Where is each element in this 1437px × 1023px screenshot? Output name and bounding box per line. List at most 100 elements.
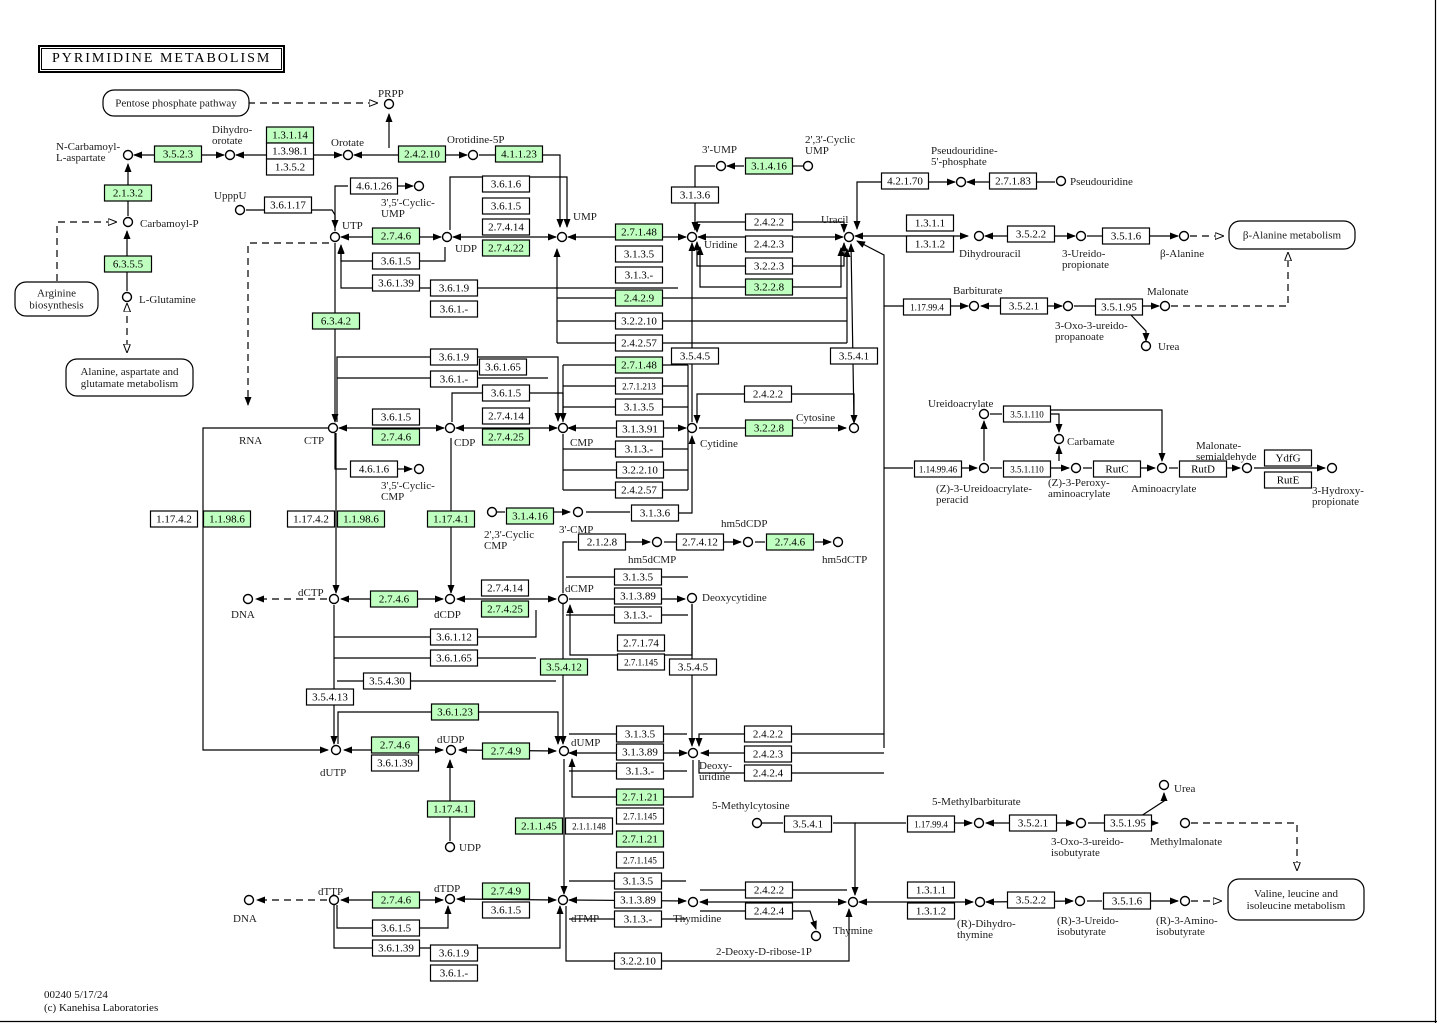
enzyme-box-3.6.1.-[interactable]: 3.6.1.- bbox=[429, 370, 479, 388]
enzyme-box-rect[interactable] bbox=[999, 297, 1049, 315]
enzyme-box-rect[interactable] bbox=[615, 762, 665, 780]
enzyme-box-rect[interactable] bbox=[614, 440, 664, 458]
enzyme-box-2.7.4.6[interactable]: 2.7.4.6 bbox=[371, 891, 421, 909]
pathway-link-box[interactable] bbox=[1227, 878, 1365, 921]
enzyme-box-2.7.4.6[interactable]: 2.7.4.6 bbox=[369, 590, 419, 608]
enzyme-box-3.1.3.5[interactable]: 3.1.3.5 bbox=[614, 245, 664, 263]
metabolite-2-3-cyclic-CMP[interactable] bbox=[486, 506, 498, 518]
enzyme-box-rect[interactable] bbox=[616, 634, 666, 652]
metabolite-3-UMP[interactable] bbox=[715, 160, 727, 172]
pathway-link-beta-alanine-metabolism[interactable]: β-Alanine metabolism bbox=[1228, 220, 1356, 250]
enzyme-box-1.1.98.6[interactable]: 1.1.98.6 bbox=[336, 510, 386, 528]
enzyme-box-rect[interactable] bbox=[349, 177, 399, 195]
enzyme-box-rect[interactable] bbox=[371, 891, 421, 909]
metabolite-5-methylcytosine[interactable] bbox=[751, 817, 763, 829]
enzyme-box-rect[interactable] bbox=[614, 356, 664, 374]
enzyme-box-3.5.1.95[interactable]: 3.5.1.95 bbox=[1103, 814, 1153, 832]
enzyme-box-rect[interactable] bbox=[202, 510, 252, 528]
enzyme-box-2.7.1.213[interactable]: 2.7.1.213 bbox=[614, 377, 664, 395]
enzyme-box-rect[interactable] bbox=[481, 197, 531, 215]
enzyme-box-rect[interactable] bbox=[481, 407, 531, 425]
enzyme-box-3.6.1.-[interactable]: 3.6.1.- bbox=[429, 300, 479, 318]
enzyme-box-3.5.1.110[interactable]: 3.5.1.110 bbox=[1002, 460, 1052, 478]
enzyme-box-3.6.1.5[interactable]: 3.6.1.5 bbox=[481, 197, 531, 215]
enzyme-box-3.2.2.3[interactable]: 3.2.2.3 bbox=[744, 257, 794, 275]
enzyme-box-2.7.4.25[interactable]: 2.7.4.25 bbox=[480, 600, 530, 618]
enzyme-box-rect[interactable] bbox=[670, 347, 720, 365]
enzyme-box-rect[interactable] bbox=[564, 817, 614, 835]
enzyme-box-rect[interactable] bbox=[744, 213, 794, 231]
enzyme-box-rect[interactable] bbox=[614, 245, 664, 263]
enzyme-box-rect[interactable] bbox=[371, 408, 421, 426]
enzyme-box-2.7.4.12[interactable]: 2.7.4.12 bbox=[675, 533, 725, 551]
enzyme-box-rect[interactable] bbox=[615, 807, 665, 825]
metabolite-UDP[interactable] bbox=[441, 231, 453, 243]
metabolite-hm5dCMP[interactable] bbox=[651, 536, 663, 548]
enzyme-box-3.6.1.17[interactable]: 3.6.1.17 bbox=[263, 196, 313, 214]
enzyme-box-rect[interactable] bbox=[614, 266, 664, 284]
enzyme-box-3.2.2.10[interactable]: 3.2.2.10 bbox=[614, 312, 664, 330]
enzyme-box-rect[interactable] bbox=[1006, 225, 1056, 243]
enzyme-box-1.17.4.2[interactable]: 1.17.4.2 bbox=[286, 510, 336, 528]
enzyme-box-rect[interactable] bbox=[371, 252, 421, 270]
pathway-link-box[interactable] bbox=[14, 281, 99, 317]
enzyme-box-2.4.2.57[interactable]: 2.4.2.57 bbox=[614, 334, 664, 352]
enzyme-box-RutE[interactable]: RutE bbox=[1263, 471, 1313, 489]
enzyme-box-2.4.2.3[interactable]: 2.4.2.3 bbox=[743, 745, 793, 763]
enzyme-box-2.7.4.6[interactable]: 2.7.4.6 bbox=[370, 736, 420, 754]
enzyme-box-rect[interactable] bbox=[1092, 460, 1142, 478]
metabolite-UpppU[interactable] bbox=[234, 204, 246, 216]
enzyme-box-3.1.3.-[interactable]: 3.1.3.- bbox=[614, 266, 664, 284]
enzyme-box-2.7.4.14[interactable]: 2.7.4.14 bbox=[480, 579, 530, 597]
metabolite-pseudouridine-5-phosphate[interactable] bbox=[955, 176, 967, 188]
enzyme-box-1.3.1.2[interactable]: 1.3.1.2 bbox=[906, 902, 956, 920]
enzyme-box-3.1.3.6[interactable]: 3.1.3.6 bbox=[630, 504, 680, 522]
enzyme-box-3.6.1.6[interactable]: 3.6.1.6 bbox=[481, 175, 531, 193]
enzyme-box-rect[interactable] bbox=[783, 815, 833, 833]
enzyme-box-rect[interactable] bbox=[429, 628, 479, 646]
enzyme-box-2.1.1.45[interactable]: 2.1.1.45 bbox=[514, 817, 564, 835]
metabolite-dCDP[interactable] bbox=[444, 593, 456, 605]
enzyme-box-rect[interactable] bbox=[615, 830, 665, 848]
enzyme-box-2.4.2.10[interactable]: 2.4.2.10 bbox=[397, 145, 447, 163]
metabolite-dUDP[interactable] bbox=[445, 744, 457, 756]
enzyme-box-1.1.98.6[interactable]: 1.1.98.6 bbox=[202, 510, 252, 528]
metabolite-barbiturate[interactable] bbox=[968, 300, 980, 312]
enzyme-box-rect[interactable] bbox=[615, 420, 665, 438]
metabolite-DNA-bottom[interactable] bbox=[243, 894, 255, 906]
enzyme-box-3.1.3.6[interactable]: 3.1.3.6 bbox=[670, 186, 720, 204]
enzyme-box-3.1.4.16[interactable]: 3.1.4.16 bbox=[744, 157, 794, 175]
enzyme-box-3.5.4.5[interactable]: 3.5.4.5 bbox=[670, 347, 720, 365]
enzyme-box-rect[interactable] bbox=[744, 881, 794, 899]
enzyme-box-rect[interactable] bbox=[744, 419, 794, 437]
enzyme-box-3.6.1.39[interactable]: 3.6.1.39 bbox=[371, 939, 421, 957]
enzyme-box-rect[interactable] bbox=[906, 881, 956, 899]
enzyme-box-rect[interactable] bbox=[305, 688, 355, 706]
enzyme-box-2.7.4.14[interactable]: 2.7.4.14 bbox=[481, 218, 531, 236]
enzyme-box-rect[interactable] bbox=[311, 312, 361, 330]
enzyme-box-1.3.1.14[interactable]: 1.3.1.14 bbox=[265, 126, 315, 144]
enzyme-box-rect[interactable] bbox=[149, 510, 199, 528]
metabolite-dihydrouracil[interactable] bbox=[973, 230, 985, 242]
enzyme-box-3.5.4.12[interactable]: 3.5.4.12 bbox=[539, 658, 589, 676]
enzyme-box-rect[interactable] bbox=[539, 658, 589, 676]
enzyme-box-3.1.3.5[interactable]: 3.1.3.5 bbox=[613, 872, 663, 890]
enzyme-box-3.5.2.2[interactable]: 3.5.2.2 bbox=[1006, 225, 1056, 243]
enzyme-box-rect[interactable] bbox=[336, 510, 386, 528]
enzyme-box-rect[interactable] bbox=[615, 725, 665, 743]
enzyme-box-3.5.1.110[interactable]: 3.5.1.110 bbox=[1002, 405, 1052, 423]
enzyme-box-2.1.3.2[interactable]: 2.1.3.2 bbox=[103, 184, 153, 202]
enzyme-box-rect[interactable] bbox=[615, 851, 665, 869]
enzyme-box-3.1.3.-[interactable]: 3.1.3.- bbox=[614, 440, 664, 458]
enzyme-box-3.1.3.89[interactable]: 3.1.3.89 bbox=[613, 587, 663, 605]
enzyme-box-rect[interactable] bbox=[615, 461, 665, 479]
enzyme-box-rect[interactable] bbox=[514, 817, 564, 835]
enzyme-box-rect[interactable] bbox=[481, 218, 531, 236]
enzyme-box-rect[interactable] bbox=[614, 334, 664, 352]
enzyme-box-rect[interactable] bbox=[630, 504, 680, 522]
metabolite-3-5-cyclic-UMP[interactable] bbox=[413, 180, 425, 192]
metabolite-dTDP[interactable] bbox=[444, 893, 456, 905]
enzyme-box-1.17.99.4[interactable]: 1.17.99.4 bbox=[906, 815, 956, 833]
